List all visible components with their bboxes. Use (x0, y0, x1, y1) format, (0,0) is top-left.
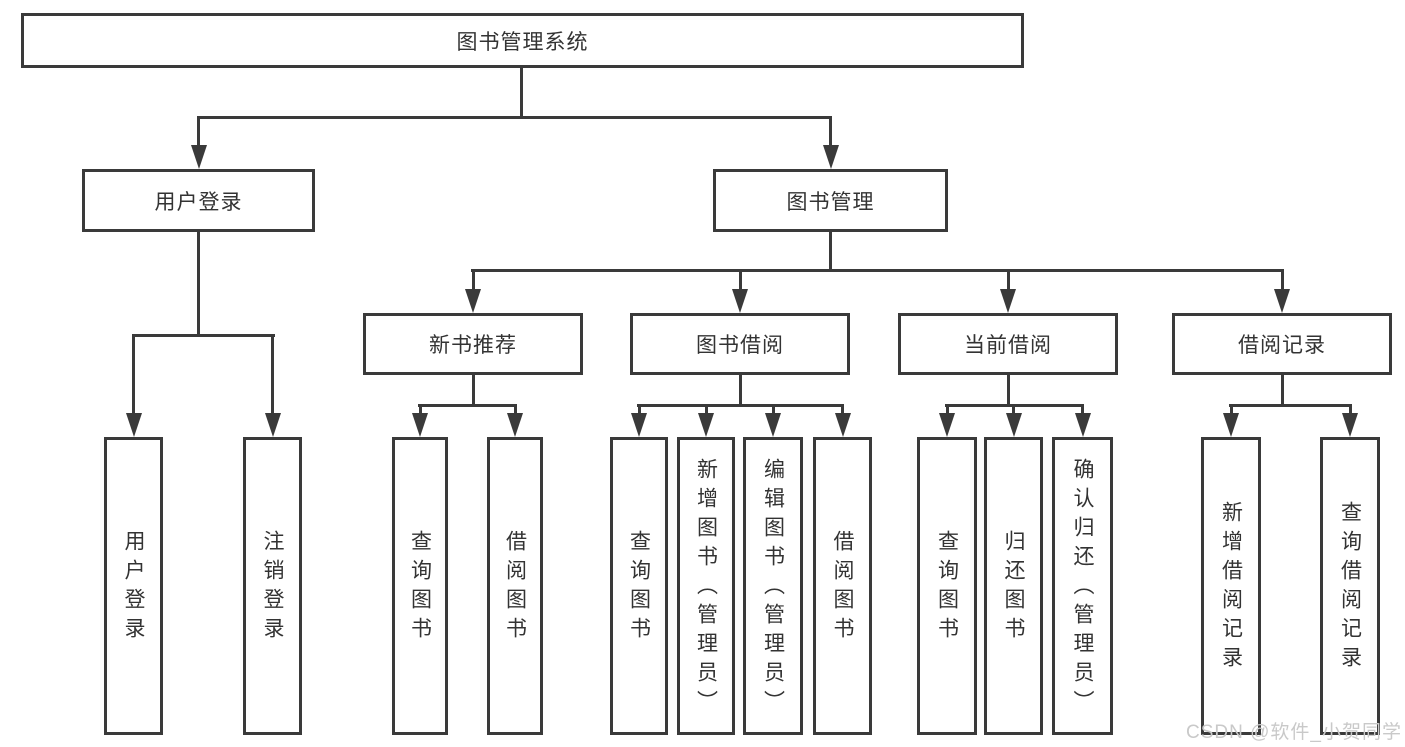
node-module-new-books: 新书推荐 (363, 313, 583, 375)
connector-leaf-drop (1229, 404, 1233, 415)
leaf-add-borrow-record: 新增借阅记录 (1201, 437, 1261, 735)
connector-leaf-drop (841, 404, 844, 415)
node-root-label: 图书管理系统 (456, 30, 589, 54)
arrow-down-icon (1000, 289, 1016, 313)
connector-borrow-records-rail (1229, 404, 1352, 407)
leaf-label: 借阅图书 (503, 530, 527, 646)
leaf-label: 归还图书 (1002, 530, 1025, 646)
connector-leaf-drop (1012, 404, 1015, 415)
leaf-query-borrow-record: 查询借阅记录 (1320, 437, 1380, 735)
leaf-label: 新增图书（管理员） (694, 457, 718, 719)
connector-drop-new-books (471, 269, 475, 293)
arrow-down-icon (507, 413, 523, 437)
module-label: 图书借阅 (696, 334, 784, 357)
connector-leaf-drop (945, 404, 949, 415)
node-module-book-borrow: 图书借阅 (630, 313, 850, 375)
leaf-user-login: 用户登录 (104, 437, 163, 735)
node-book-mgmt-label: 图书管理 (786, 190, 875, 214)
connector-level2-rail (197, 116, 832, 119)
connector-drop-book-borrow (738, 269, 742, 293)
connector-drop-user-login (197, 116, 200, 150)
connector-drop-leaf-user-login (132, 334, 135, 414)
leaf-label: 查询图书 (408, 530, 432, 646)
node-module-borrow-records: 借阅记录 (1172, 313, 1392, 375)
arrow-down-icon (264, 413, 281, 437)
leaf-label: 编辑图书（管理员） (761, 457, 785, 719)
connector-leaf-drop (418, 404, 422, 415)
arrow-down-icon (631, 413, 647, 437)
leaf-label: 查询图书 (935, 530, 959, 646)
connector-borrow-records-stem (1280, 375, 1284, 406)
connector-book-borrow-rail (637, 404, 844, 407)
arrow-down-icon (412, 413, 428, 437)
leaf-query-books-current: 查询图书 (917, 437, 977, 735)
connector-book-mgmt-stem (829, 232, 832, 271)
arrow-down-icon (125, 413, 142, 437)
leaf-query-books-borrow: 查询图书 (610, 437, 668, 735)
leaf-label: 查询图书 (627, 530, 651, 646)
arrow-down-icon (1223, 413, 1239, 437)
leaf-borrow-books: 借阅图书 (813, 437, 872, 735)
connector-leaf-drop (1081, 404, 1084, 415)
leaf-label: 注销登录 (261, 530, 284, 646)
connector-leaf-drop (1348, 404, 1352, 415)
arrow-down-icon (190, 145, 207, 169)
arrow-down-icon (698, 413, 714, 437)
leaf-confirm-return-admin: 确认归还（管理员） (1052, 437, 1113, 735)
connector-drop-book-mgmt (829, 116, 832, 150)
node-module-current-borrow: 当前借阅 (898, 313, 1118, 375)
arrow-down-icon (732, 289, 748, 313)
connector-drop-current-borrow (1006, 269, 1010, 293)
connector-new-books-rail (418, 404, 517, 407)
leaf-label: 新增借阅记录 (1219, 501, 1243, 675)
arrow-down-icon (765, 413, 781, 437)
arrow-down-icon (1274, 289, 1290, 313)
connector-leaf-drop (637, 404, 641, 415)
connector-drop-borrow-records (1280, 269, 1284, 293)
module-label: 当前借阅 (964, 334, 1052, 357)
leaf-label: 借阅图书 (831, 530, 854, 646)
arrow-down-icon (822, 145, 839, 169)
arrow-down-icon (939, 413, 955, 437)
leaf-add-book-admin: 新增图书（管理员） (677, 437, 735, 735)
arrow-down-icon (1074, 413, 1091, 437)
leaf-return-book: 归还图书 (984, 437, 1043, 735)
leaf-label: 确认归还（管理员） (1071, 457, 1094, 719)
leaf-borrow-books-recommend: 借阅图书 (487, 437, 543, 735)
module-label: 新书推荐 (429, 334, 517, 357)
connector-drop-leaf-logout (271, 334, 274, 414)
connector-book-borrow-stem (738, 375, 742, 406)
connector-user-login-stem (197, 232, 200, 336)
leaf-edit-book-admin: 编辑图书（管理员） (743, 437, 803, 735)
connector-new-books-stem (471, 375, 475, 406)
arrow-down-icon (1005, 413, 1022, 437)
node-user-login: 用户登录 (82, 169, 315, 232)
leaf-label: 用户登录 (122, 530, 145, 646)
connector-leaf-drop (704, 404, 708, 415)
arrow-down-icon (1342, 413, 1358, 437)
node-book-mgmt: 图书管理 (713, 169, 948, 232)
leaf-label: 查询借阅记录 (1338, 501, 1362, 675)
connector-current-borrow-stem (1006, 375, 1010, 406)
csdn-watermark: CSDN @软件_小贺同学 (1186, 722, 1402, 743)
leaf-query-books-recommend: 查询图书 (392, 437, 448, 735)
node-user-login-label: 用户登录 (154, 190, 243, 214)
arrow-down-icon (465, 289, 481, 313)
leaf-logout-login: 注销登录 (243, 437, 302, 735)
module-label: 借阅记录 (1238, 334, 1326, 357)
connector-root-stem (520, 68, 523, 118)
arrow-down-icon (834, 413, 851, 437)
connector-level3-rail (471, 269, 1284, 272)
connector-user-login-rail (132, 334, 275, 337)
connector-leaf-drop (771, 404, 775, 415)
node-root: 图书管理系统 (21, 13, 1024, 68)
connector-leaf-drop (513, 404, 517, 415)
